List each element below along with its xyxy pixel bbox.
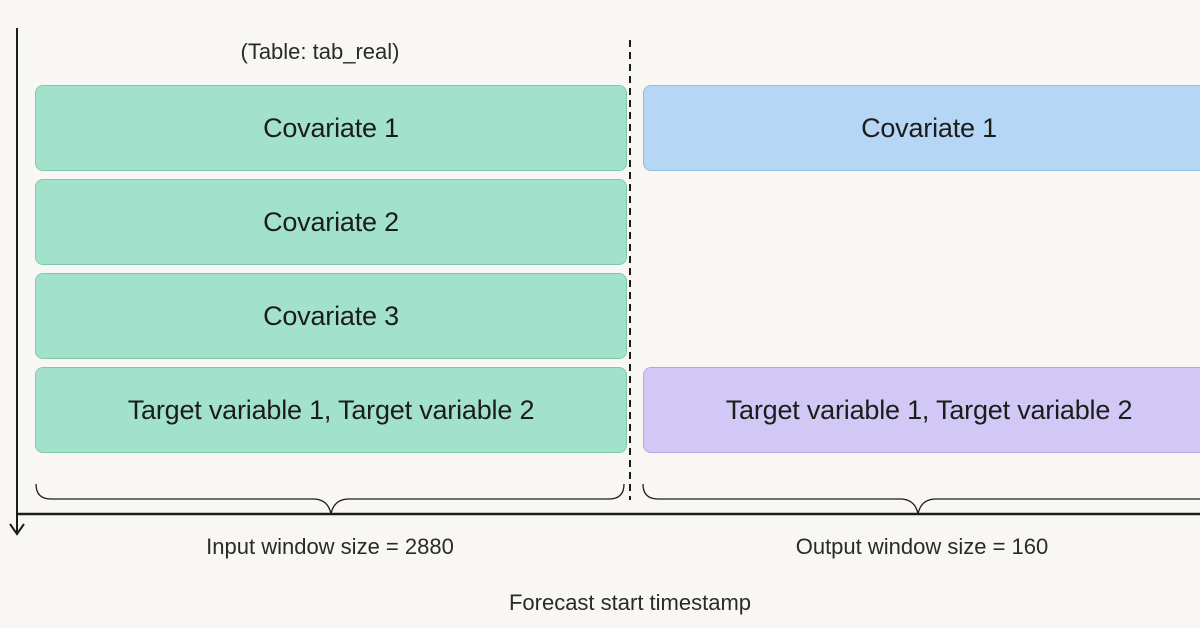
input-window-label: Input window size = 2880	[206, 534, 454, 559]
table-label: (Table: tab_real)	[240, 39, 400, 64]
input-covariate-1-block: Covariate 1	[35, 85, 627, 171]
output-window-brace	[642, 483, 1200, 515]
input-window-brace	[35, 483, 625, 515]
output-covariate-1-block: Covariate 1	[643, 85, 1200, 171]
input-covariate-2-block: Covariate 2	[35, 179, 627, 265]
time-axis-arrow-icon	[9, 523, 25, 536]
output-window-label: Output window size = 160	[795, 534, 1049, 559]
input-covariate-3-block: Covariate 3	[35, 273, 627, 359]
forecast-start-label: Forecast start timestamp	[508, 590, 752, 615]
input-target-block: Target variable 1, Target variable 2	[35, 367, 627, 453]
output-target-block: Target variable 1, Target variable 2	[643, 367, 1200, 453]
